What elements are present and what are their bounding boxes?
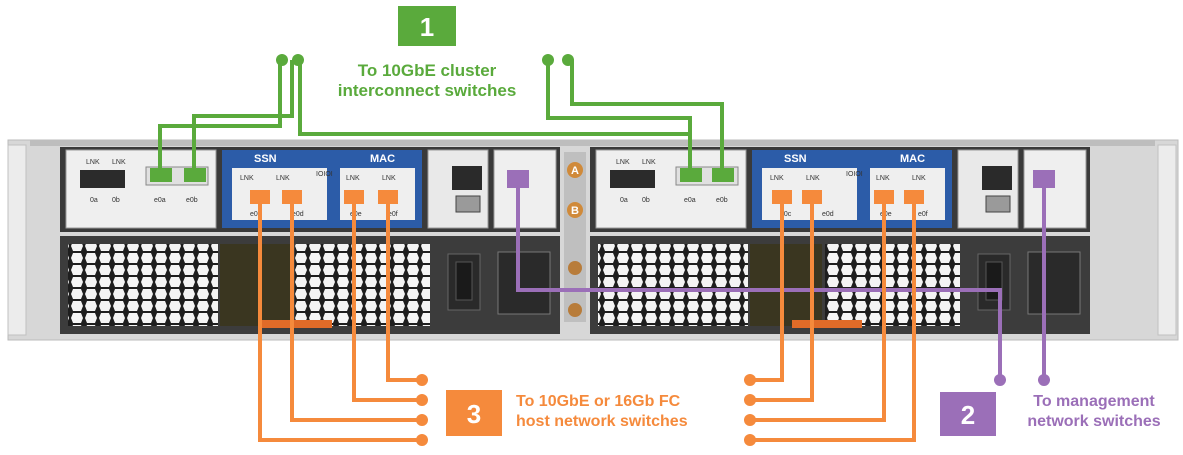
port-label-e0c: e0c bbox=[780, 211, 792, 218]
callout-3-number: 3 bbox=[467, 399, 481, 429]
callout-2-line1: To management bbox=[1033, 393, 1155, 410]
mac-label-b: MAC bbox=[900, 153, 925, 165]
lnk-label: LNK bbox=[770, 175, 784, 182]
lnk-label: LNK bbox=[346, 175, 360, 182]
port-label-e0d: e0d bbox=[822, 211, 834, 218]
slot-a-label: A bbox=[571, 165, 579, 177]
ioioi-label-a: IOIOI bbox=[316, 171, 333, 178]
port-label-0a: 0a bbox=[90, 197, 98, 204]
callout-1-line1: To 10GbE cluster bbox=[358, 61, 497, 80]
controller-a-labels: SSN MAC IOIOI LNK LNK LNK LNK LNK LNK 0a… bbox=[86, 153, 398, 218]
lnk-label: LNK bbox=[382, 175, 396, 182]
port-label-e0a: e0a bbox=[154, 197, 166, 204]
host-cable-ends bbox=[250, 190, 924, 446]
callout-2-number: 2 bbox=[961, 400, 975, 430]
controller-b-labels: SSN MAC IOIOI LNK LNK LNK LNK LNK LNK 0a… bbox=[616, 153, 928, 218]
lnk-label: LNK bbox=[86, 159, 100, 166]
management-cables bbox=[516, 182, 1046, 378]
port-label-e0b: e0b bbox=[716, 197, 728, 204]
slot-b-label: B bbox=[571, 205, 579, 217]
slot-indicators: A B bbox=[564, 152, 586, 322]
lnk-label: LNK bbox=[876, 175, 890, 182]
lnk-label: LNK bbox=[616, 159, 630, 166]
port-label-e0f: e0f bbox=[388, 211, 398, 218]
lnk-label: LNK bbox=[912, 175, 926, 182]
port-label-e0f: e0f bbox=[918, 211, 928, 218]
callout-1-number: 1 bbox=[420, 12, 434, 42]
port-label-e0c: e0c bbox=[250, 211, 262, 218]
callout-1-badge bbox=[398, 6, 456, 46]
callout-1-line2: interconnect switches bbox=[338, 81, 517, 100]
callout-3-line2: host network switches bbox=[516, 413, 688, 430]
callout-3-line1: To 10GbE or 16Gb FC bbox=[516, 393, 681, 410]
port-label-e0a: e0a bbox=[684, 197, 696, 204]
ioioi-label-b: IOIOI bbox=[846, 171, 863, 178]
cluster-cables bbox=[158, 60, 724, 170]
port-label-0b: 0b bbox=[112, 197, 120, 204]
cluster-cable-ends bbox=[150, 54, 734, 182]
host-cables bbox=[258, 200, 916, 442]
callout-3-badge bbox=[446, 390, 502, 436]
controller-b bbox=[590, 147, 1090, 334]
callout-2-line2: network switches bbox=[1027, 413, 1160, 430]
callout-2-badge bbox=[940, 392, 996, 436]
callout-management: 2 To management network switches bbox=[940, 392, 1161, 436]
lnk-label: LNK bbox=[240, 175, 254, 182]
port-label-e0b: e0b bbox=[186, 197, 198, 204]
lnk-label: LNK bbox=[642, 159, 656, 166]
controller-a bbox=[60, 147, 560, 334]
management-cable-ends bbox=[507, 170, 1055, 386]
lnk-label: LNK bbox=[276, 175, 290, 182]
lnk-label: LNK bbox=[806, 175, 820, 182]
callout-cluster: 1 To 10GbE cluster interconnect switches bbox=[338, 6, 517, 100]
mac-label-a: MAC bbox=[370, 153, 395, 165]
ssn-label-b: SSN bbox=[784, 153, 807, 165]
port-label-0b: 0b bbox=[642, 197, 650, 204]
lnk-label: LNK bbox=[112, 159, 126, 166]
ssn-label-a: SSN bbox=[254, 153, 277, 165]
callout-host: 3 To 10GbE or 16Gb FC host network switc… bbox=[446, 390, 688, 436]
port-label-0a: 0a bbox=[620, 197, 628, 204]
port-label-e0d: e0d bbox=[292, 211, 304, 218]
